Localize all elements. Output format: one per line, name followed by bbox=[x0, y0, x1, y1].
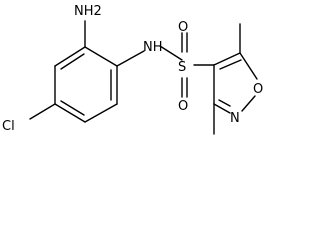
bond-double-c4-c5-inner bbox=[60, 100, 85, 116]
bond-c4-cl bbox=[29, 103, 56, 120]
ring-oxygen-label: O bbox=[253, 82, 263, 97]
isoxazole-ring bbox=[213, 52, 258, 114]
bond-c1-nh bbox=[116, 50, 145, 67]
bond-double-c2-c3-inner bbox=[60, 53, 85, 70]
bond-double-c4-c5-inner bbox=[219, 59, 242, 70]
chlorine-label: Cl bbox=[2, 119, 15, 134]
bond-c1-c2 bbox=[84, 46, 118, 67]
bond-o1-n2 bbox=[241, 95, 256, 112]
bond-double-n2-c3-inner bbox=[218, 99, 231, 107]
sulfonamide-nh-label: NH bbox=[143, 40, 163, 55]
oxygen-upper-label: O bbox=[178, 20, 188, 35]
bond-c4-c5 bbox=[213, 52, 241, 66]
sulfonyl-bonds bbox=[181, 32, 188, 98]
bond-n2-c3 bbox=[213, 103, 231, 114]
chemical-structure-diagram: NH2 NH S O O Cl O N bbox=[2, 4, 263, 135]
bond-c4-c5 bbox=[54, 103, 86, 123]
bond-nh-s bbox=[159, 45, 183, 61]
benzene-ring bbox=[54, 46, 118, 123]
bond-c5-c6 bbox=[84, 103, 118, 123]
sulfur-label: S bbox=[178, 60, 186, 75]
amine-label: NH2 bbox=[74, 4, 102, 19]
ring-nitrogen-label: N bbox=[230, 111, 240, 126]
bond-c5-o1 bbox=[239, 52, 258, 80]
oxygen-lower-label: O bbox=[178, 99, 188, 114]
bond-c2-c3 bbox=[54, 46, 86, 67]
